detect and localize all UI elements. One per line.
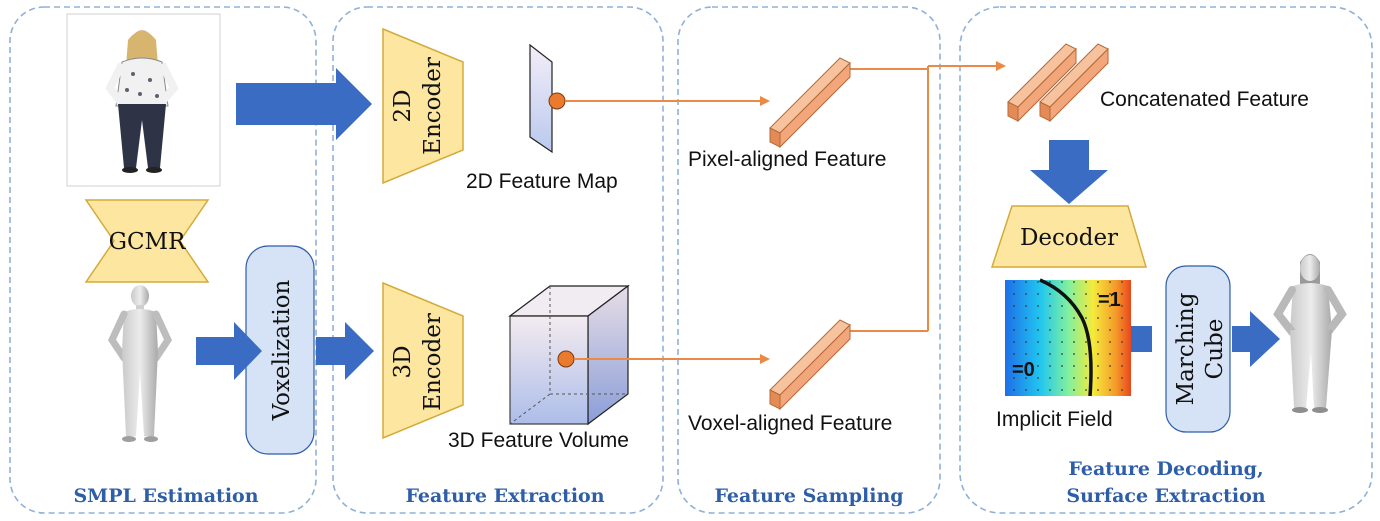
arrow-photo-to-2d-encoder — [236, 68, 372, 140]
encoder-3d-line1: 3D — [390, 345, 416, 378]
smpl-body-mesh — [108, 285, 172, 442]
label-voxel-aligned: Voxel-aligned Feature — [688, 412, 892, 435]
encoder-3d-line2: Encoder — [420, 313, 446, 411]
implicit-field-heatmap: =1 =0 — [1005, 278, 1131, 397]
encoder-2d-line2: Encoder — [420, 57, 446, 155]
stage-box-smpl — [9, 6, 317, 514]
stage-label-decoding-line1: Feature Decoding, — [1068, 458, 1263, 480]
stage-label-decoding-line2: Surface Extraction — [1066, 485, 1265, 507]
gcmr-block: GCMR — [84, 199, 210, 283]
stage-box-extraction — [332, 6, 664, 514]
label-implicit-field: Implicit Field — [996, 408, 1113, 431]
label-concatenated: Concatenated Feature — [1100, 88, 1309, 111]
input-photo — [66, 13, 221, 187]
stage-box-decoding — [959, 6, 1373, 514]
feature-map-sample-point — [548, 92, 566, 110]
feature-volume-3d — [508, 284, 630, 426]
feature-map-2d — [529, 43, 566, 154]
field-one-label: =1 — [1098, 289, 1121, 311]
label-feature-map-2d: 2D Feature Map — [466, 170, 618, 193]
voxelization-label: Voxelization — [269, 279, 295, 421]
arrow-voxelization-to-3d-encoder — [316, 322, 374, 380]
stage-label-smpl: SMPL Estimation — [73, 485, 258, 507]
marching-line2: Cube — [1202, 319, 1228, 380]
feature-volume-sample-point — [557, 350, 575, 368]
arrow-marching-to-output — [1232, 311, 1280, 367]
arrow-field-to-marching — [1131, 326, 1152, 352]
field-zero-label: =0 — [1012, 359, 1035, 381]
decoder-block: Decoder — [990, 205, 1148, 268]
stage-label-sampling: Feature Sampling — [714, 485, 903, 507]
voxel-aligned-feature-bar — [769, 319, 851, 411]
concatenated-feature-bars — [1007, 43, 1109, 123]
gcmr-label: GCMR — [109, 229, 187, 255]
stage-label-extraction: Feature Extraction — [405, 485, 604, 507]
sampling-connectors — [565, 61, 1006, 364]
pixel-aligned-feature-bar — [769, 57, 851, 149]
encoder-2d-line1: 2D — [390, 89, 416, 122]
encoder-2d: 2D Encoder — [382, 27, 464, 185]
label-feature-volume-3d: 3D Feature Volume — [448, 429, 629, 452]
arrow-concat-to-decoder — [1030, 140, 1108, 204]
encoder-3d: 3D Encoder — [382, 281, 464, 440]
arrow-mesh-to-voxelization — [196, 322, 262, 380]
decoder-label: Decoder — [1020, 225, 1118, 251]
marching-line1: Marching — [1173, 292, 1199, 405]
decision-boundary — [1039, 278, 1093, 397]
marching-cube-block: Marching Cube — [1165, 265, 1231, 433]
label-pixel-aligned: Pixel-aligned Feature — [688, 148, 886, 171]
stage-box-sampling — [677, 6, 941, 514]
reconstructed-body-mesh — [1273, 254, 1347, 413]
